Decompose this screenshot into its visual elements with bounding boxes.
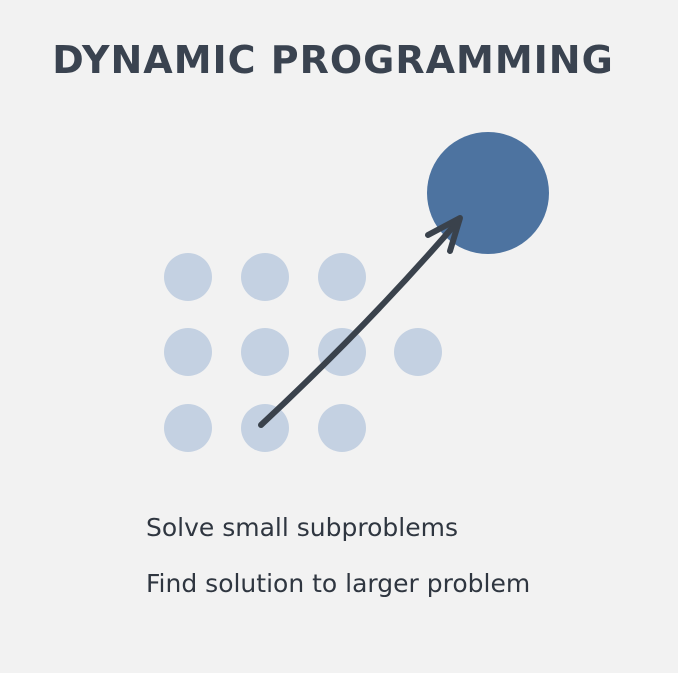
subproblem-dot-icon [164, 404, 212, 452]
arrow-icon [258, 215, 463, 428]
subproblem-grid [164, 253, 442, 452]
subproblem-dot-icon [241, 253, 289, 301]
subproblem-dot-icon [318, 253, 366, 301]
subproblem-dot-icon [241, 328, 289, 376]
caption-larger-problem: Find solution to larger problem [146, 569, 531, 598]
subproblem-dot-icon [164, 328, 212, 376]
subproblem-dot-icon [164, 253, 212, 301]
caption-subproblems: Solve small subproblems [146, 513, 458, 542]
subproblem-dot-icon [241, 404, 289, 452]
subproblem-dot-icon [318, 404, 366, 452]
subproblem-dot-icon [394, 328, 442, 376]
page-title: DYNAMIC PROGRAMMING [52, 38, 614, 82]
subproblem-dot-icon [318, 328, 366, 376]
